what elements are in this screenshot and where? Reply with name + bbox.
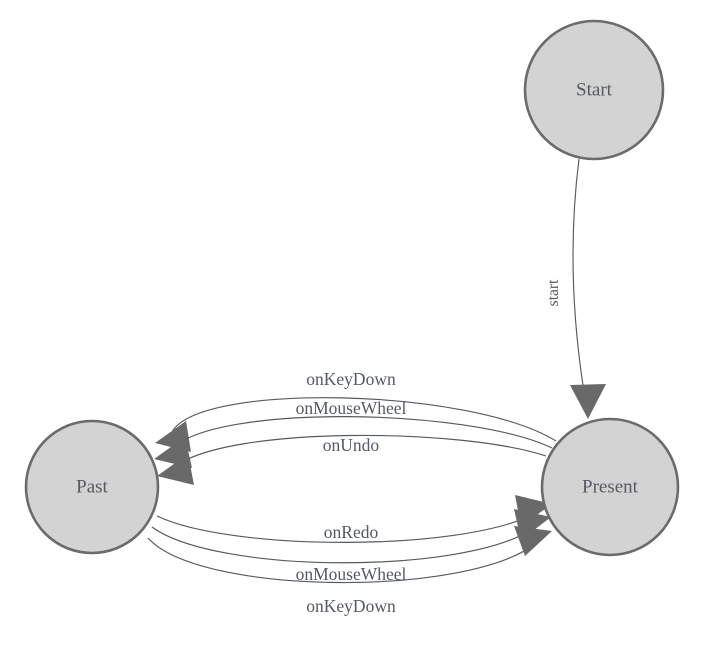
edge-past-to-present-mousewheel-path [151, 526, 535, 564]
edge-past-to-present-redo-path [156, 513, 535, 543]
node-present[interactable]: Present [540, 417, 680, 557]
edge-label-keydown-lower: onKeyDown [306, 596, 396, 616]
node-present-label: Present [582, 476, 639, 497]
edge-label-redo: onRedo [324, 522, 379, 542]
node-present-circle [540, 417, 680, 557]
node-past-circle [24, 419, 160, 555]
edge-label-mousewheel-lower: onMouseWheel [296, 564, 407, 584]
node-past[interactable]: Past [24, 419, 160, 555]
node-start-circle [523, 19, 665, 161]
edge-start-to-present[interactable]: start [545, 158, 606, 419]
edge-past-to-present-keydown-path [147, 537, 537, 584]
edge-start-to-present-path [572, 158, 587, 405]
edge-label-start: start [545, 279, 562, 306]
arrowhead-present-top [570, 384, 606, 419]
edge-present-to-past-mousewheel-path [171, 416, 553, 450]
arrowhead-present-3 [514, 526, 552, 556]
node-start-label: Start [576, 79, 613, 100]
edge-present-to-past-keydown-path [171, 397, 557, 442]
edge-label-keydown-upper: onKeyDown [306, 369, 396, 389]
edge-label-undo: onUndo [323, 435, 380, 455]
node-start[interactable]: Start [523, 19, 665, 161]
edge-past-to-present-keydown[interactable] [147, 526, 552, 584]
edge-present-to-past-undo[interactable] [157, 434, 547, 485]
arrowhead-past-3 [157, 454, 194, 485]
edge-present-to-past-undo-path [175, 434, 547, 467]
edge-label-mousewheel-upper: onMouseWheel [296, 398, 407, 418]
node-past-label: Past [76, 476, 108, 497]
